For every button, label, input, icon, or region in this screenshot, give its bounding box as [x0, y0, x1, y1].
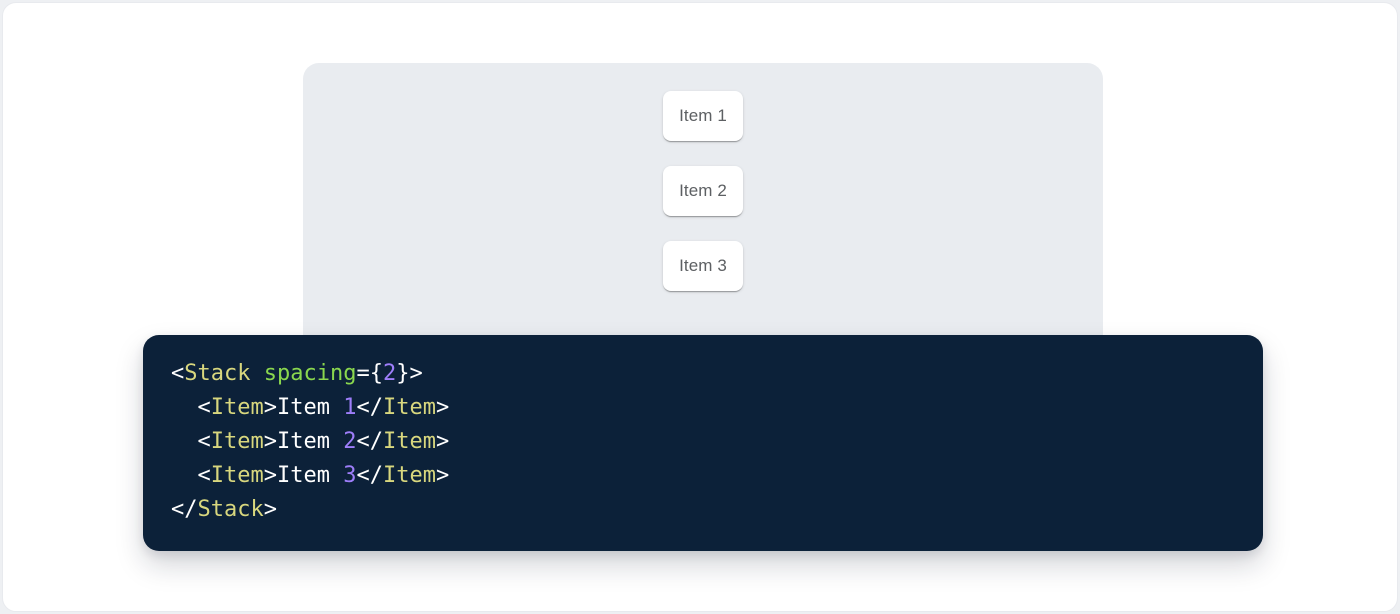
code-token: 3: [343, 463, 357, 488]
code-token: [171, 429, 198, 454]
code-token: </: [171, 497, 198, 522]
code-token: <: [197, 395, 211, 420]
code-line: <Stack spacing={2}>: [171, 357, 1235, 391]
code-token: >: [263, 463, 277, 488]
code-token: Item: [382, 463, 436, 488]
code-token: >: [435, 395, 450, 420]
code-token: [171, 463, 198, 488]
code-token: >: [435, 463, 450, 488]
code-token: 1: [343, 395, 357, 420]
code-line: <Item>Item 1</Item>: [171, 391, 1235, 425]
code-token: <: [197, 429, 211, 454]
code-token: spacing: [263, 361, 357, 386]
code-block: <Stack spacing={2}> <Item>Item 1</Item> …: [143, 335, 1263, 551]
code-token: </: [356, 463, 383, 488]
code-token: Item: [210, 429, 264, 454]
code-token: Stack: [197, 497, 264, 522]
code-token: </: [356, 429, 383, 454]
code-token: 2: [343, 429, 357, 454]
code-token: Item: [382, 429, 436, 454]
code-token: }>: [396, 361, 423, 386]
code-token: <: [197, 463, 211, 488]
code-token: >: [263, 429, 277, 454]
code-line: <Item>Item 3</Item>: [171, 459, 1235, 493]
code-line: <Item>Item 2</Item>: [171, 425, 1235, 459]
code-token: >: [435, 429, 450, 454]
code-token: Item: [276, 463, 344, 488]
stack-item-label: Item 3: [679, 256, 727, 275]
code-token: >: [263, 497, 277, 522]
code-token: 2: [382, 361, 397, 386]
code-token: >: [263, 395, 277, 420]
code-token: <: [171, 361, 185, 386]
code-token: ={: [356, 361, 383, 386]
stack-item-label: Item 1: [679, 106, 727, 125]
code-token: Item: [276, 429, 344, 454]
code-token: Item: [382, 395, 436, 420]
code-token: [171, 395, 198, 420]
code-token: </: [356, 395, 383, 420]
code-token: Item: [276, 395, 344, 420]
stack-item-card: Item 3: [663, 241, 743, 291]
code-token: Stack: [184, 361, 251, 386]
code-token: Item: [210, 395, 264, 420]
code-line: </Stack>: [171, 493, 1235, 527]
code-token: [250, 361, 263, 386]
stack-item-card: Item 2: [663, 166, 743, 216]
stack-item-label: Item 2: [679, 181, 727, 200]
stack-container: Item 1 Item 2 Item 3: [303, 91, 1103, 291]
code-token: Item: [210, 463, 264, 488]
stack-item-card: Item 1: [663, 91, 743, 141]
